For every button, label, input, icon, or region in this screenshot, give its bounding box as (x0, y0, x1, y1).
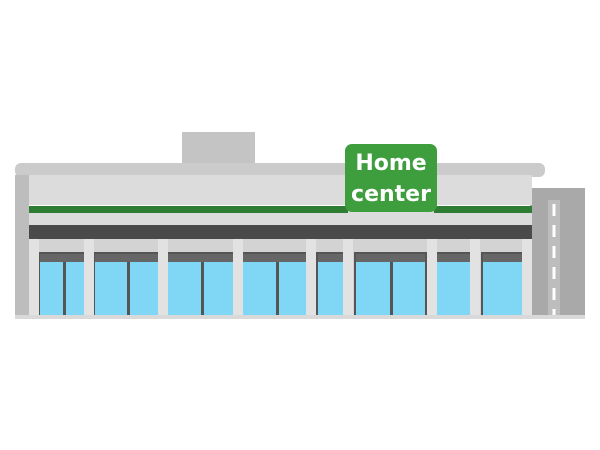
store-sign: Home center (345, 144, 437, 215)
window-header (437, 254, 475, 262)
upper-facade (15, 175, 532, 205)
green-stripe (29, 206, 532, 213)
sign-text-line1: Home (355, 151, 426, 176)
window-header (168, 254, 235, 262)
rooftop-unit (182, 132, 255, 166)
window-mullion (390, 262, 393, 316)
pillar (470, 239, 480, 316)
window-mullion (276, 262, 279, 316)
pillar (522, 239, 532, 316)
window-mullion (63, 262, 66, 316)
window-header (483, 254, 527, 262)
pillar (84, 239, 94, 316)
storefront-windows (38, 252, 529, 316)
window-glass (483, 262, 527, 316)
window-header (95, 254, 160, 262)
window-mullion (127, 262, 130, 316)
pillar (427, 239, 437, 316)
storefront-pillars (29, 239, 532, 316)
window-header (356, 254, 425, 262)
left-end-wall (15, 175, 29, 318)
sign-text-line2: center (351, 182, 431, 207)
window-header (40, 254, 88, 262)
pillar (306, 239, 316, 316)
side-annex-column (548, 200, 560, 318)
roof-band (15, 163, 545, 177)
dark-fascia (29, 225, 532, 239)
window-header (318, 254, 345, 262)
ground-line (15, 315, 585, 319)
window-header (243, 254, 310, 262)
pillar (158, 239, 168, 316)
facade-gap (29, 213, 532, 225)
sign-board (345, 144, 437, 212)
window-mullion (201, 262, 204, 316)
pillar (233, 239, 243, 316)
window-glass (437, 262, 475, 316)
pillar (343, 239, 353, 316)
pillar (29, 239, 39, 316)
window-glass (318, 262, 345, 316)
